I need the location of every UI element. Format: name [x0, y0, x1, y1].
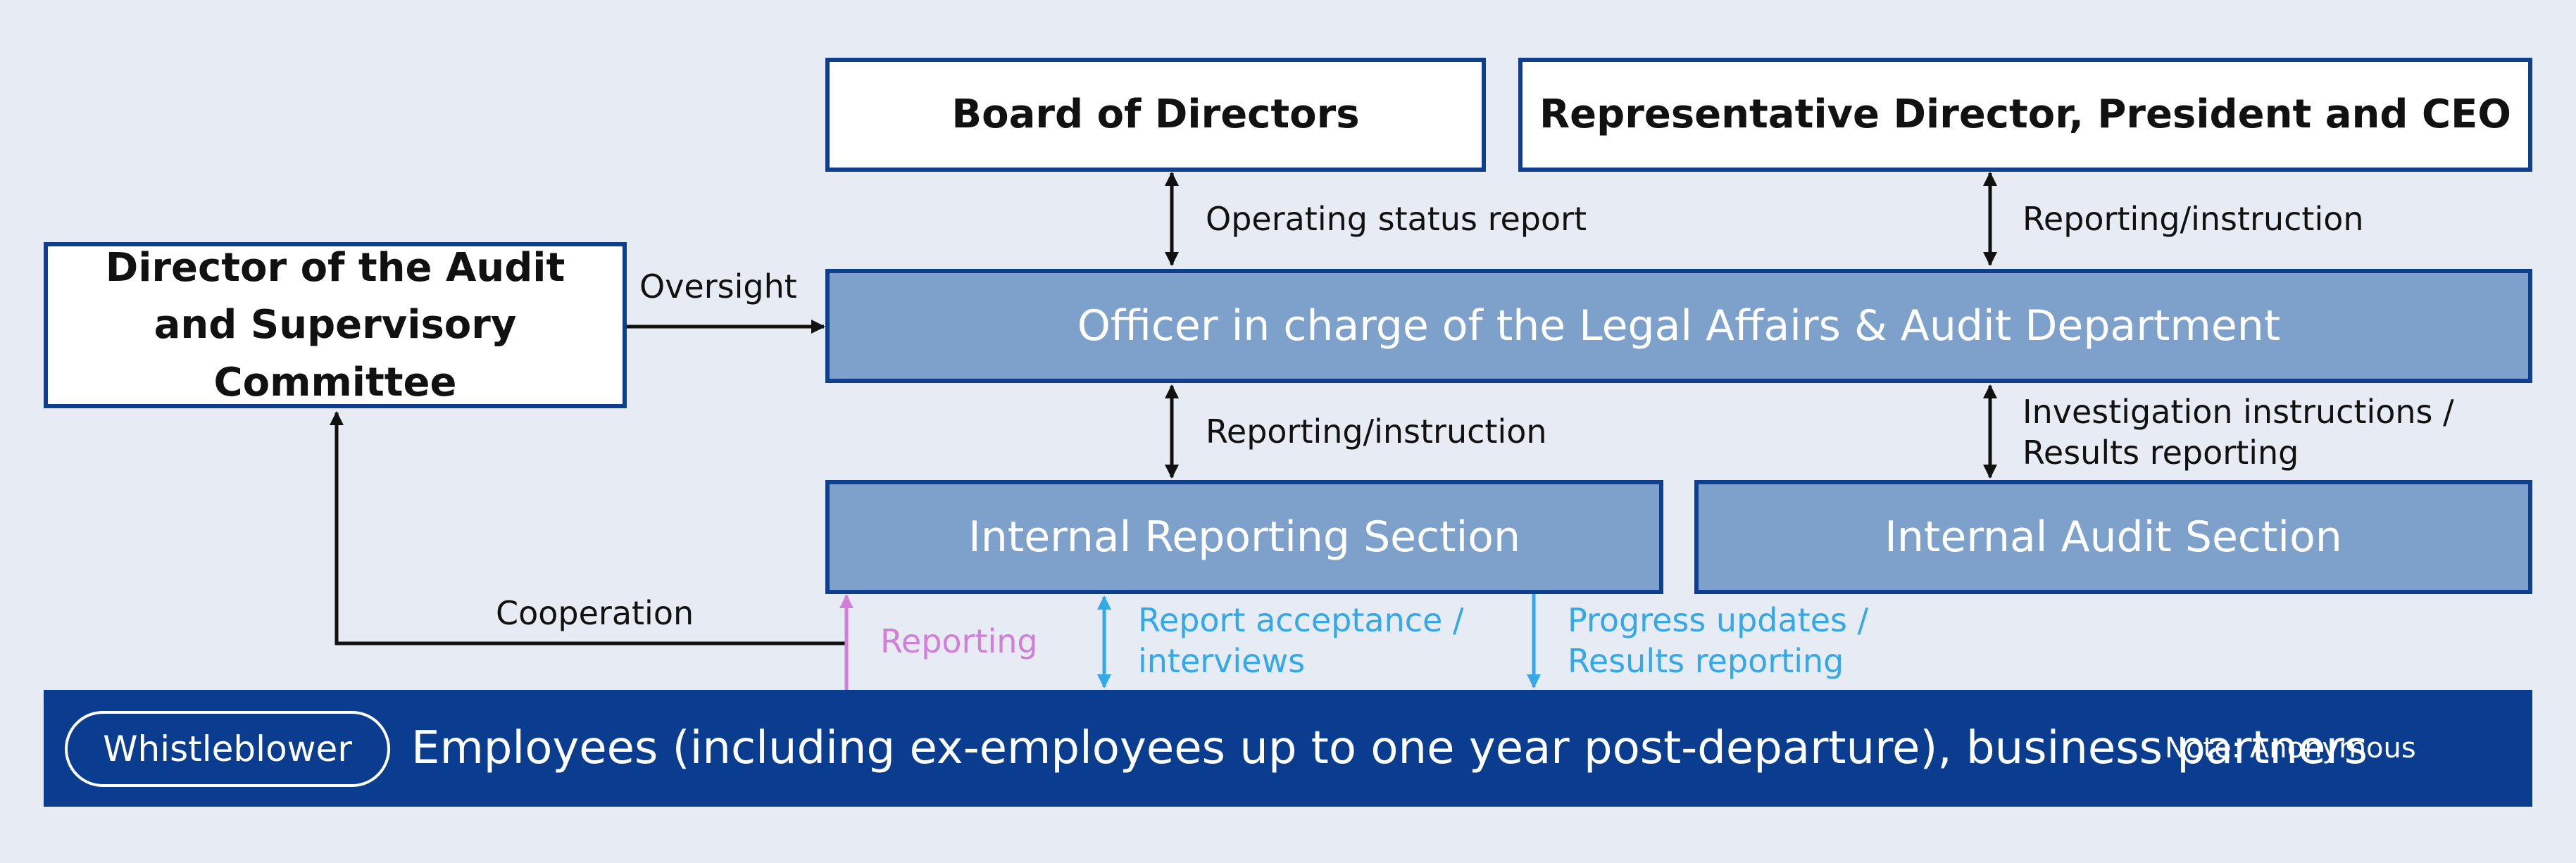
- cooperation-arrow: [330, 411, 845, 645]
- investigation-label-line2: Results reporting: [2022, 434, 2299, 472]
- report-acceptance-label-line2: interviews: [1138, 642, 1306, 680]
- progress-updates-label-line1: Progress updates /: [1568, 601, 1869, 639]
- internal-reporting-section-label: Internal Reporting Section: [968, 512, 1520, 562]
- internal-reporting-section-box: Internal Reporting Section: [825, 480, 1663, 594]
- audit-director-label: Director of the Audit and Supervisory Co…: [105, 245, 565, 405]
- oversight-label: Oversight: [639, 267, 797, 305]
- irs-reporting-instruction-label: Reporting/instruction: [1206, 412, 1547, 451]
- reporting-label: Reporting: [880, 622, 1038, 660]
- officer-label: Officer in charge of the Legal Affairs &…: [1077, 301, 2281, 351]
- ceo-label: Representative Director, President and C…: [1539, 92, 2511, 138]
- anonymous-note: Note: Anonymous: [2165, 732, 2416, 764]
- internal-audit-section-box: Internal Audit Section: [1694, 480, 2532, 594]
- whistleblower-pill: Whistleblower: [65, 711, 390, 787]
- progress-updates-label-line2: Results reporting: [1568, 642, 1844, 680]
- ceo-reporting-instruction-label: Reporting/instruction: [2022, 200, 2364, 238]
- ceo-box: Representative Director, President and C…: [1518, 58, 2532, 172]
- whistleblower-description: Employees (including ex-employees up to …: [411, 722, 2368, 774]
- operating-status-label: Operating status report: [1206, 200, 1587, 238]
- audit-director-box: Director of the Audit and Supervisory Co…: [44, 242, 627, 408]
- officer-box: Officer in charge of the Legal Affairs &…: [825, 269, 2532, 383]
- cooperation-label: Cooperation: [496, 594, 694, 632]
- board-of-directors-label: Board of Directors: [951, 92, 1360, 138]
- report-acceptance-label-line1: Report acceptance /: [1138, 601, 1464, 639]
- whistleblower-bar: Whistleblower Employees (including ex-em…: [44, 690, 2532, 807]
- board-of-directors-box: Board of Directors: [825, 58, 1486, 172]
- investigation-label-line1: Investigation instructions /: [2022, 393, 2454, 431]
- internal-audit-section-label: Internal Audit Section: [1884, 512, 2342, 562]
